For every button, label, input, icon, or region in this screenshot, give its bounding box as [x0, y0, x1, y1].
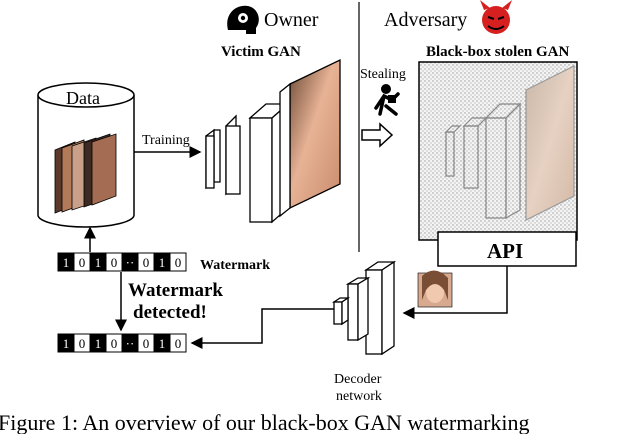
- adversary-label: Adversary: [384, 9, 467, 31]
- owner-head-icon: [227, 5, 259, 34]
- bit-value: 1: [95, 255, 102, 270]
- bit-value: ··: [126, 336, 135, 351]
- stealing-arrow: [361, 122, 394, 148]
- bit-cell: [169, 252, 187, 272]
- training-label: Training: [142, 133, 190, 148]
- stolen-gan-network: [444, 65, 575, 221]
- decoder-label-line2: network: [336, 389, 382, 404]
- watermark-label: Watermark: [200, 258, 270, 273]
- bit-value: 0: [143, 336, 150, 351]
- bit-value: 0: [175, 255, 182, 270]
- api-to-decoder-arrow: [402, 266, 508, 319]
- victim-gan-title: Victim GAN: [221, 44, 301, 60]
- bit-value: 0: [111, 336, 118, 351]
- face-thumbnail-icon: [417, 270, 453, 308]
- stealing-label: Stealing: [360, 67, 406, 82]
- bit-value: ··: [126, 255, 135, 270]
- detected-line2: detected!: [133, 302, 207, 323]
- bit-value: 1: [159, 255, 166, 270]
- detected-line1: Watermark: [128, 280, 223, 301]
- bit-value: 0: [143, 255, 150, 270]
- bit-value: 0: [79, 255, 86, 270]
- decoder-label-line1: Decoder: [334, 372, 382, 387]
- bit-value: 1: [63, 255, 70, 270]
- bit-value: 1: [63, 336, 70, 351]
- bit-value: 0: [175, 336, 182, 351]
- bit-value: 0: [79, 336, 86, 351]
- owner-label: Owner: [264, 9, 319, 31]
- thief-icon: [374, 84, 400, 116]
- bit-value: 1: [159, 336, 166, 351]
- figure-caption: Figure 1: An overview of our black-box G…: [0, 410, 530, 434]
- data-label: Data: [66, 88, 100, 108]
- bit-value: 0: [111, 255, 118, 270]
- adversary-devil-icon: [480, 0, 512, 34]
- victim-gan-network: [205, 58, 341, 224]
- bit-cell: [169, 333, 187, 353]
- decoder-to-bits-arrow: [190, 308, 334, 349]
- stolen-gan-title: Black-box stolen GAN: [426, 44, 570, 60]
- api-label: API: [487, 239, 523, 263]
- decoder-network: [331, 260, 397, 356]
- training-images: [54, 133, 117, 214]
- bit-value: 1: [95, 336, 102, 351]
